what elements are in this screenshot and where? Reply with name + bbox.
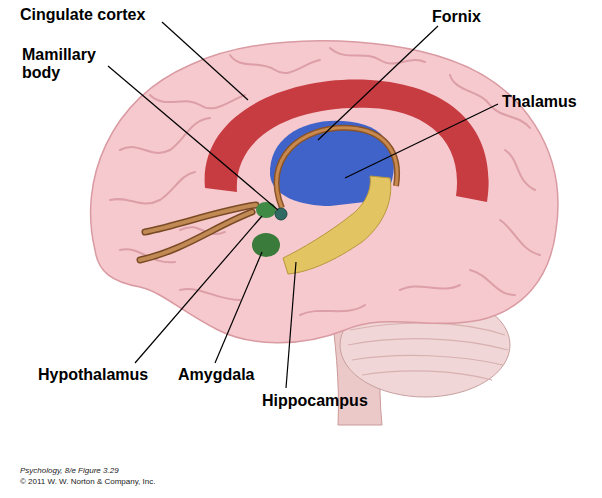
part-label: Hypothalamus — [38, 366, 148, 384]
copyright-note: © 2011 W. W. Norton & Company, Inc. — [20, 477, 155, 487]
hypothalamus — [256, 202, 276, 218]
cerebellum-folds — [348, 323, 508, 380]
amygdala — [252, 233, 280, 257]
gyri — [110, 48, 540, 315]
part-label: Hippocampus — [262, 392, 368, 410]
part-label: Thalamus — [502, 93, 577, 111]
mamillary-body — [275, 208, 287, 220]
cerebrum — [91, 41, 558, 343]
figure-credit: Psychology, 8/e Figure 3.29 — [20, 466, 119, 476]
part-label: Cingulate cortex — [20, 6, 145, 24]
part-label: Amygdala — [178, 366, 254, 384]
olfactory-tract — [140, 212, 252, 260]
hippocampus — [283, 176, 391, 274]
part-label: Fornix — [432, 8, 481, 26]
leader-lines — [108, 22, 498, 388]
olfactory-tract — [140, 212, 252, 260]
part-label: Mamillary body — [22, 46, 114, 82]
